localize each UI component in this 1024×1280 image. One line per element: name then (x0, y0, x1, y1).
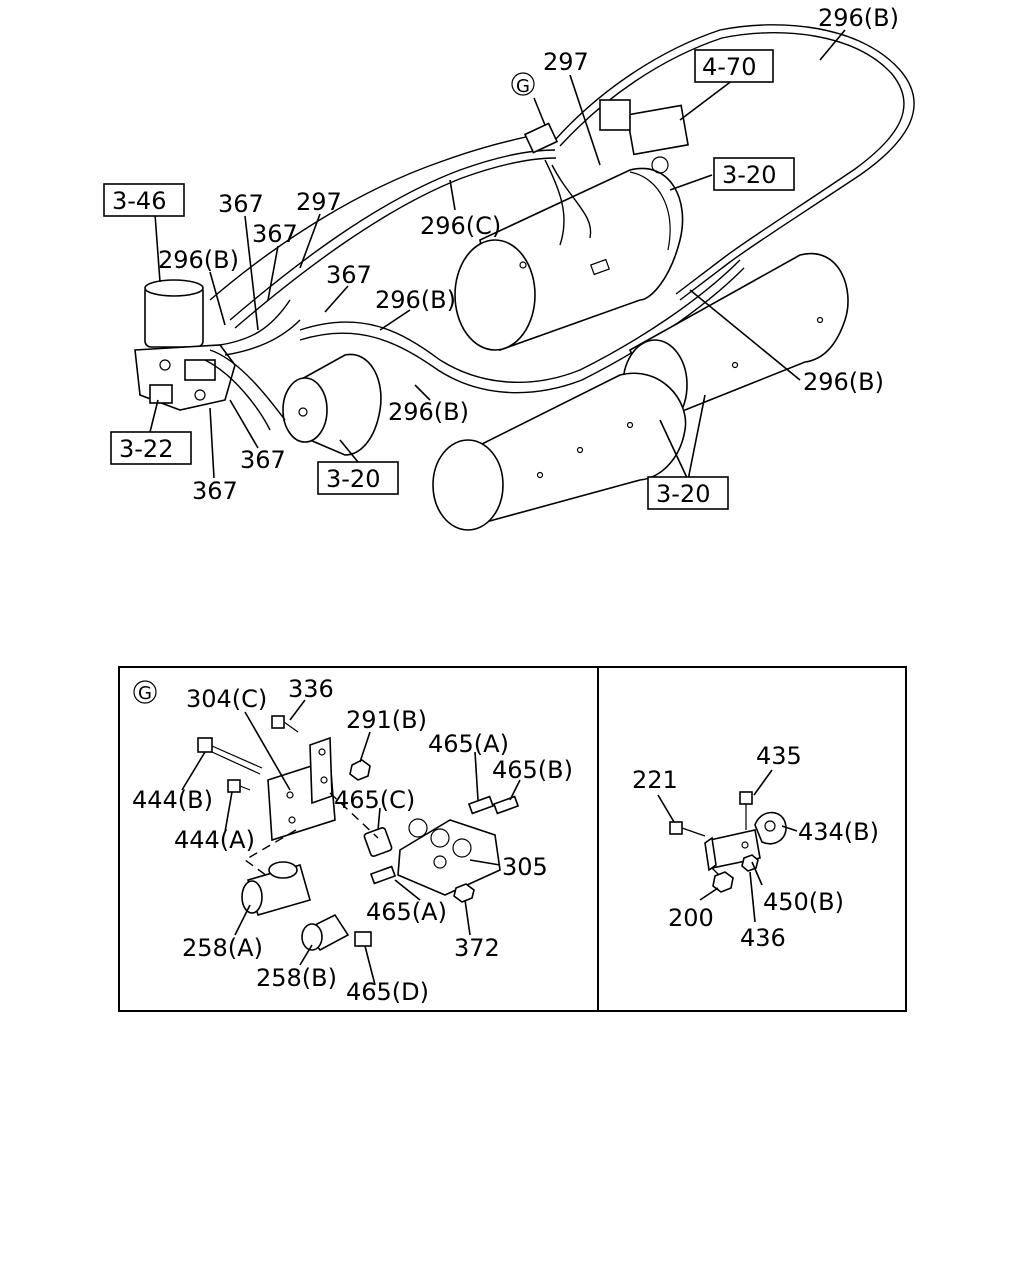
elbow-258b (301, 913, 372, 952)
label-305: 305 (502, 853, 548, 881)
detail-clamp: 435 221 434(B) 450(B) 200 436 (632, 742, 879, 952)
label-450b: 450(B) (763, 888, 844, 916)
label-304c: 304(C) (186, 685, 267, 713)
callout-box-3-20-mid (317, 461, 399, 495)
rear-air-tanks (432, 252, 849, 531)
valve-g-location (523, 122, 592, 246)
callout-296b-top: 296(B) (818, 4, 899, 32)
pipe-297-left (209, 129, 551, 301)
air-dryer-assembly (134, 279, 301, 431)
callout-296b-left: 296(B) (158, 246, 239, 274)
label-435: 435 (756, 742, 802, 770)
callout-367-c: 367 (326, 261, 372, 289)
label-465a-top: 465(A) (428, 730, 509, 758)
label-444a: 444(A) (174, 826, 255, 854)
detail-frame (118, 666, 907, 1012)
callout-3-20-mid: 3-20 (326, 465, 380, 493)
bolt-444a (227, 779, 251, 793)
bolt-336 (271, 715, 299, 733)
label-221: 221 (632, 766, 678, 794)
label-465d: 465(D) (346, 978, 429, 1006)
pipe-296c (229, 149, 556, 321)
detail-g: G (132, 675, 573, 1006)
label-444b: 444(B) (132, 786, 213, 814)
label-436: 436 (740, 924, 786, 952)
callout-box-4-70 (694, 49, 774, 83)
label-434b: 434(B) (798, 818, 879, 846)
label-258a: 258(A) (182, 934, 263, 962)
callout-box-3-20-top (713, 157, 795, 191)
callout-297-left: 297 (296, 188, 342, 216)
svg-text:G: G (516, 76, 530, 97)
label-291b: 291(B) (346, 706, 427, 734)
detail-g-marker: G (138, 683, 152, 704)
dashline-b (243, 829, 297, 879)
valve-305 (363, 795, 520, 903)
label-465a-low: 465(A) (366, 898, 447, 926)
callout-g-marker: G (511, 72, 535, 97)
pipe-296b-loop (554, 24, 915, 301)
label-372: 372 (454, 934, 500, 962)
leader-lines (149, 29, 846, 481)
front-air-tank (454, 167, 684, 352)
callout-297-top: 297 (543, 48, 589, 76)
small-air-tank (282, 353, 382, 456)
label-336: 336 (288, 675, 334, 703)
callout-296b-mid: 296(B) (375, 286, 456, 314)
bolt-435 (739, 791, 753, 830)
callout-box-3-22 (110, 431, 192, 465)
detail-panel: G (118, 666, 907, 1012)
callout-3-20-top: 3-20 (722, 161, 776, 189)
callout-box-3-46 (103, 183, 185, 217)
callout-367-b: 367 (252, 220, 298, 248)
callout-296c: 296(C) (420, 212, 501, 240)
callout-367-d: 367 (240, 446, 286, 474)
tee-258a (241, 861, 311, 916)
component-4-70 (599, 99, 689, 174)
callout-367-a: 367 (218, 190, 264, 218)
bolt-221 (669, 821, 706, 837)
bolt-444b (197, 737, 263, 775)
pipe-296b-mid (299, 259, 741, 383)
clamp-434b (754, 811, 787, 845)
callout-3-46: 3-46 (112, 187, 166, 215)
main-assembly-view: 296(B) 297 G 4-70 3-20 3-46 367 297 367 … (103, 4, 915, 531)
detail-g-marker-circle (133, 680, 157, 704)
dashline-a (329, 792, 379, 839)
nut-200 (712, 871, 734, 893)
callout-296b-low: 296(B) (388, 398, 469, 426)
callout-3-20-right: 3-20 (656, 480, 710, 508)
callout-box-3-20-right (647, 476, 729, 510)
nut-291b (349, 759, 371, 781)
label-465c: 465(C) (334, 786, 415, 814)
label-200: 200 (668, 904, 714, 932)
callout-3-22: 3-22 (119, 435, 173, 463)
label-465b: 465(B) (492, 756, 573, 784)
label-258b: 258(B) (256, 964, 337, 992)
callout-labels: 296(B) 297 G 4-70 3-20 3-46 367 297 367 … (103, 4, 899, 510)
callout-296b-right: 296(B) (803, 368, 884, 396)
callout-4-70: 4-70 (702, 53, 756, 81)
callout-367-e: 367 (192, 477, 238, 505)
